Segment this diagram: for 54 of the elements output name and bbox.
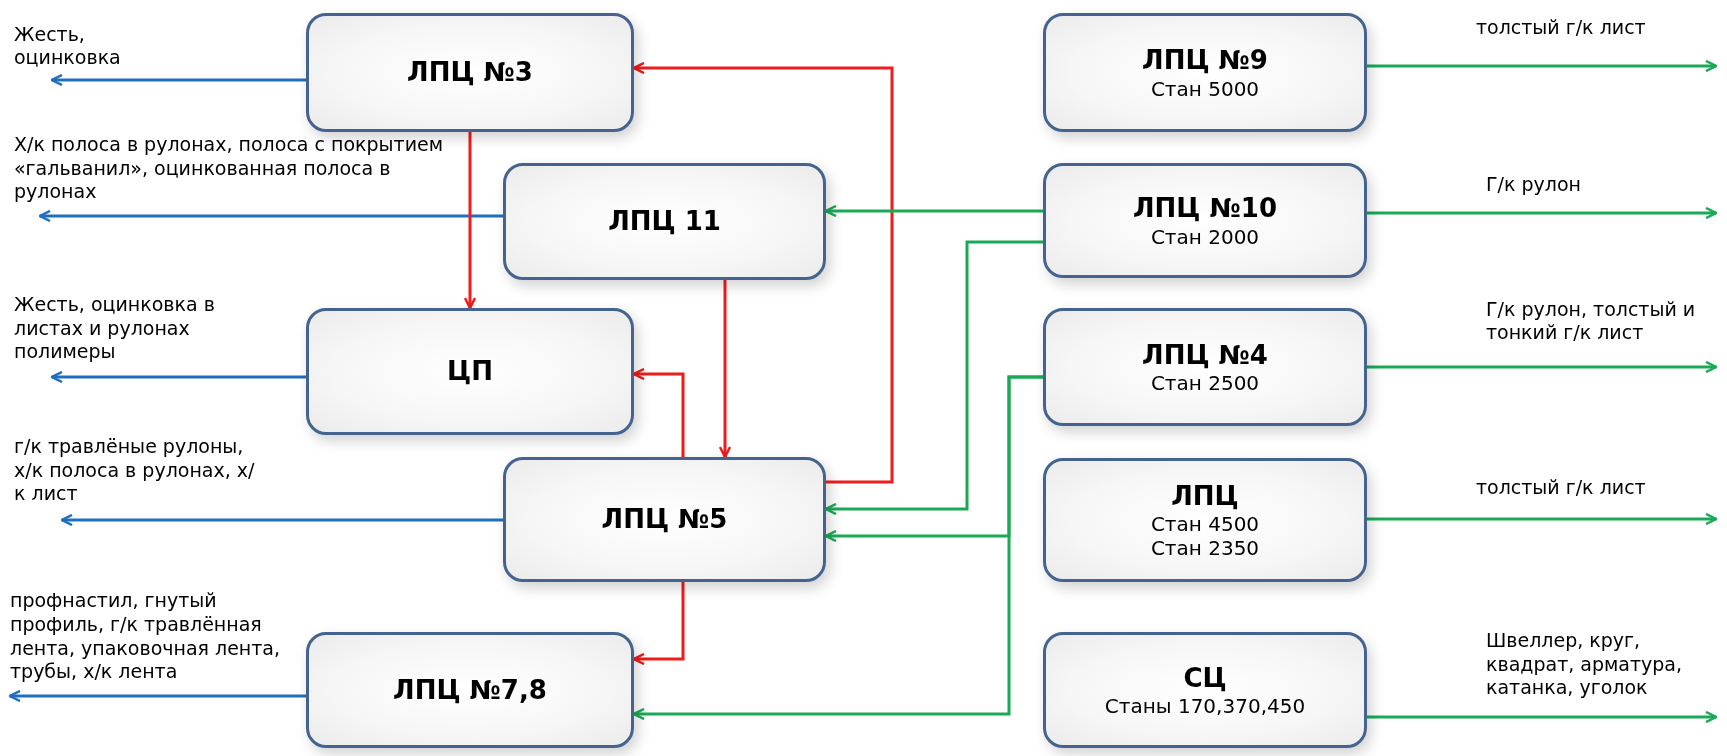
arrow: [718, 280, 732, 459]
edge-label: г/к травлёные рулоны, х/к полоса в рулонах, х/к лист: [14, 434, 256, 506]
box-title: СЦ: [1183, 661, 1227, 695]
edge-label: Г/к рулон: [1486, 173, 1582, 197]
box-title: ЛПЦ 11: [608, 205, 721, 238]
arrow: [1367, 360, 1718, 374]
box-subtitle: Стан 5000: [1150, 76, 1260, 101]
arrow: [1367, 710, 1718, 724]
arrow: [632, 375, 1043, 721]
edge-label: Швеллер, круг, квадрат, арматура, катанка, уголок: [1486, 628, 1684, 700]
box-title: ЛПЦ №3: [407, 56, 533, 89]
arrow: [38, 209, 503, 223]
arrow: [8, 689, 306, 703]
process-box: [1043, 13, 1367, 132]
edge-label: профнастил, гнутый профиль, г/к травлённая лента, упаковочная лента, трубы, х/к лента: [10, 589, 282, 684]
box-title: ЦП: [447, 355, 493, 388]
process-box: [306, 308, 634, 435]
process-box: [1043, 308, 1367, 426]
arrow: [60, 513, 503, 527]
box-title: ЛПЦ №9: [1142, 44, 1268, 77]
arrow: [824, 240, 1043, 516]
box-title: ЛПЦ: [1171, 479, 1239, 513]
arrow: [824, 204, 1043, 218]
arrow: [463, 132, 477, 310]
box-title: ЛПЦ №4: [1142, 338, 1268, 372]
box-title: ЛПЦ №7,8: [393, 673, 547, 707]
arrow: [50, 370, 306, 384]
process-box: [306, 13, 634, 132]
process-box: [1043, 632, 1367, 748]
edge-label: Жесть, оцинковка в листах и рулонах полимеры: [14, 292, 216, 364]
edge-label: толстый г/к лист: [1476, 16, 1647, 40]
box-title: ЛПЦ №5: [601, 503, 728, 536]
box-subtitle: Станы 170,370,450: [1104, 694, 1306, 719]
edge-label: толстый г/к лист: [1476, 476, 1647, 500]
box-title: ЛПЦ №10: [1133, 192, 1277, 225]
box-subtitle: Стан 4500: [1150, 512, 1260, 537]
arrow: [632, 61, 894, 484]
process-box: [1043, 458, 1367, 582]
arrow: [1367, 206, 1718, 220]
box-subtitle: Стан 2350: [1150, 536, 1260, 561]
arrow: [1367, 59, 1718, 73]
arrow: [1367, 512, 1718, 526]
box-subtitle: Стан 2000: [1150, 224, 1260, 249]
process-box: [503, 163, 826, 280]
edge-label: Г/к рулон, толстый и тонкий г/к лист: [1486, 297, 1697, 345]
edge-label: Х/к полоса в рулонах, полоса с покрытием «гальванил», оцинкованная полоса в рулонах: [14, 132, 444, 204]
process-box: [503, 457, 826, 582]
box-subtitle: Стан 2500: [1150, 371, 1260, 396]
edge-label: Жесть, оцинковка: [14, 22, 122, 70]
process-box: [1043, 163, 1367, 278]
arrow: [50, 73, 306, 87]
arrow: [632, 582, 685, 666]
arrow: [632, 367, 685, 457]
process-box: [306, 632, 634, 748]
